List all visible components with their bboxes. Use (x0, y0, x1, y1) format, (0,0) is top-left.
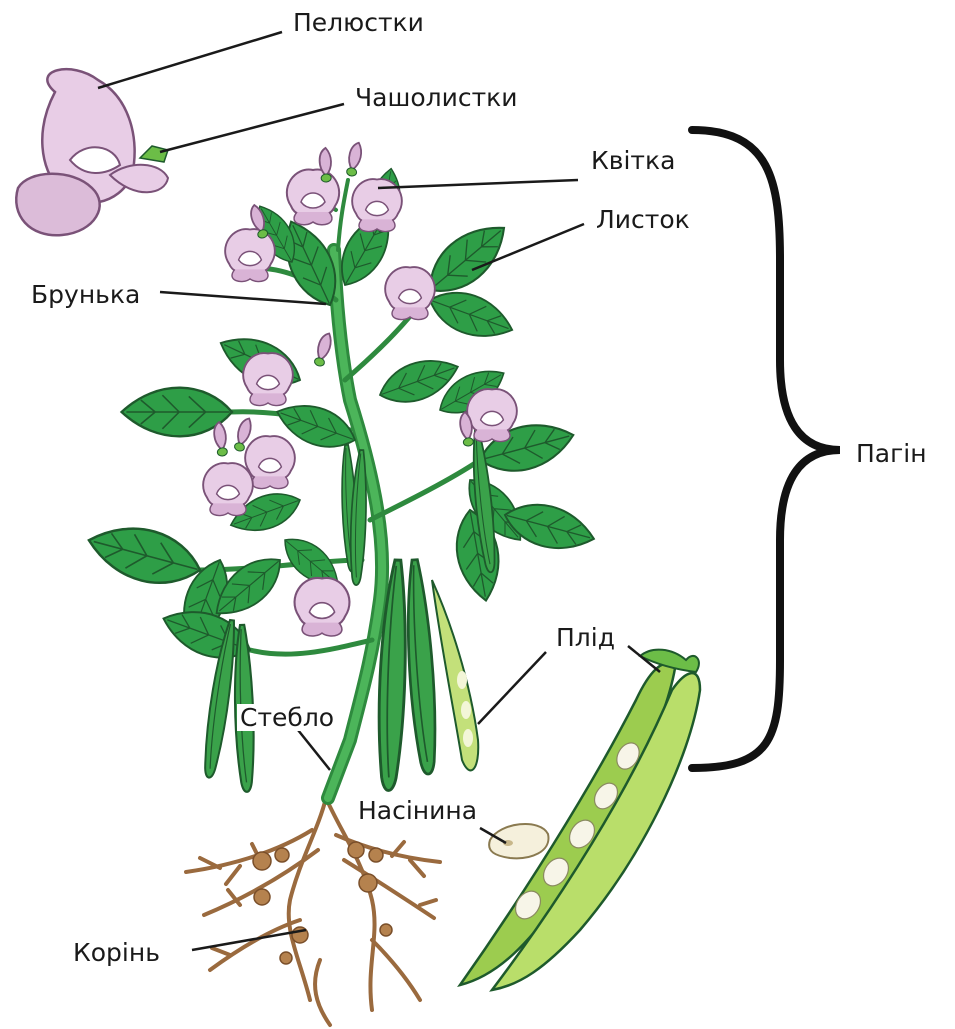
label-leaf: Листок (593, 206, 693, 233)
label-root: Корінь (70, 939, 163, 966)
label-seed: Насінина (355, 797, 480, 824)
label-stem: Стебло (237, 704, 337, 731)
label-flower: Квітка (588, 147, 678, 174)
label-shoot: Пагін (853, 440, 930, 467)
shoot-bracket (692, 130, 840, 768)
roots (186, 798, 440, 1025)
label-petals: Пелюстки (290, 9, 427, 36)
seed (489, 824, 548, 858)
label-fruit: Плід (553, 624, 618, 651)
detached-flower (16, 69, 168, 235)
open-pod (460, 650, 700, 990)
label-sepals: Чашолистки (352, 84, 521, 111)
label-bud: Брунька (28, 281, 143, 308)
